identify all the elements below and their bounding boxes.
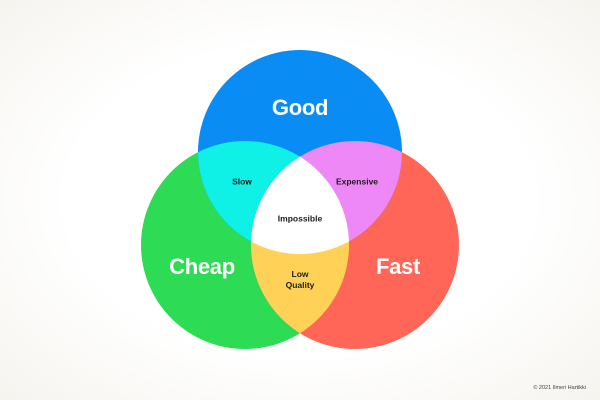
label-impossible: Impossible [277, 213, 323, 224]
label-low-quality-line1: Low [291, 269, 309, 279]
label-good: Good [271, 95, 329, 120]
label-low-quality-line2: Quality [285, 280, 315, 290]
copyright-text: © 2021 Ilmeri Hartikki [533, 385, 586, 391]
region-impossible [251, 141, 349, 254]
label-slow: Slow [232, 176, 252, 187]
label-expensive: Expensive [335, 176, 379, 187]
label-fast: Fast [375, 254, 421, 279]
label-low-quality: Low Quality [286, 269, 315, 291]
label-cheap: Cheap [169, 254, 235, 279]
